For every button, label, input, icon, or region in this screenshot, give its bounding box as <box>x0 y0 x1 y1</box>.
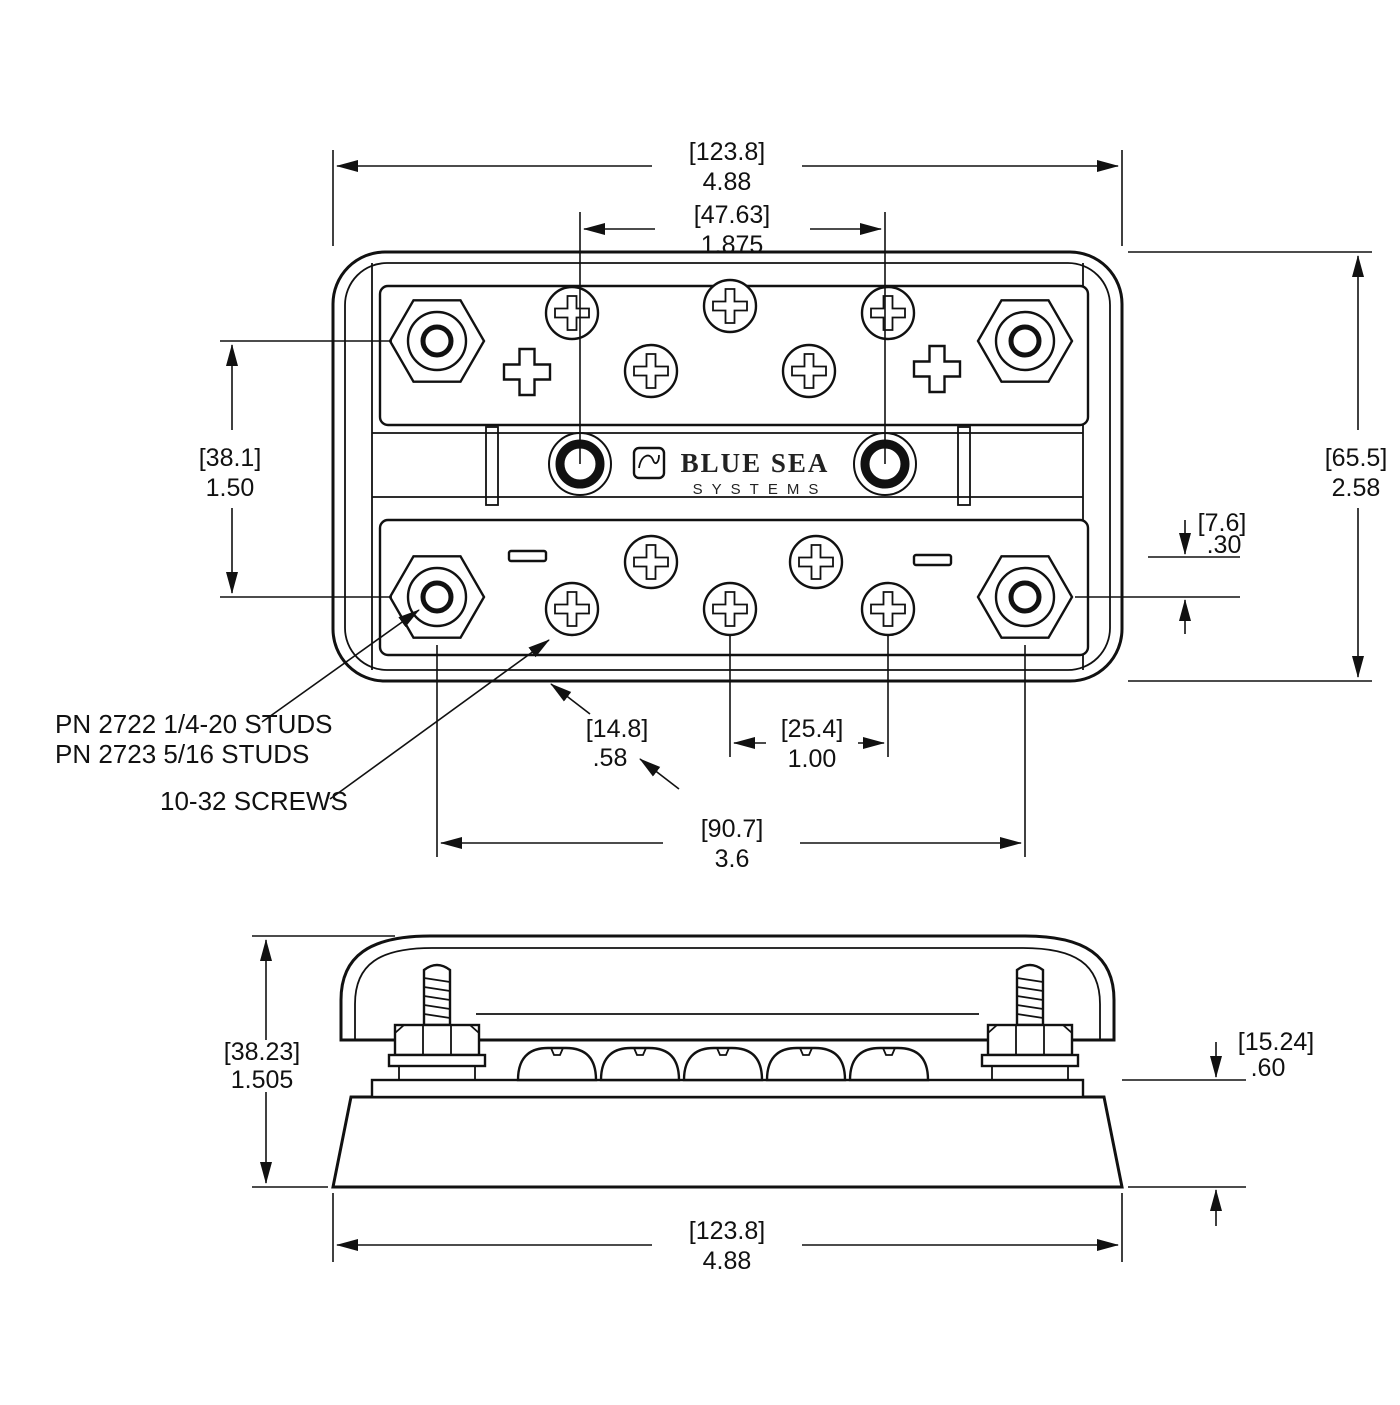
dim-side-overall-width-mm: [123.8] <box>689 1217 765 1245</box>
dim-screw-diagonal-pitch-inch: .58 <box>593 744 628 772</box>
dim-side-overall-height-mm: [38.23] <box>224 1038 300 1066</box>
dim-screw-diagonal-pitch-mm: [14.8] <box>586 715 649 743</box>
dim-terminal-row-offset-mm: [7.6] <box>1198 509 1247 537</box>
cover-inner-line <box>354 947 1101 1040</box>
top-view-body: BLUE SEA SYSTEMS <box>331 250 1124 683</box>
dim-mount-hole-spacing-mm: [47.63] <box>694 201 770 229</box>
terminal-screw <box>860 285 916 341</box>
brand-name-bottom: SYSTEMS <box>693 481 828 498</box>
dimension-side-overall-height <box>252 935 395 1188</box>
leader-stud-note <box>261 609 420 723</box>
brand-logo-icon <box>632 446 666 480</box>
dim-base-height-inch: .60 <box>1251 1054 1286 1082</box>
dim-base-height-mm: [15.24] <box>1238 1028 1314 1056</box>
dimension-screw-diagonal-pitch <box>550 683 680 790</box>
dimension-overall-height <box>1128 251 1372 682</box>
terminal-screw <box>702 581 758 637</box>
side-view-body <box>331 934 1124 1189</box>
terminal-screw <box>702 278 758 334</box>
dimension-side-overall-width <box>332 1193 1123 1262</box>
dim-stud-spacing-mm: [90.7] <box>701 815 764 843</box>
stud-note-line1: PN 2722 1/4-20 STUDS <box>55 709 332 739</box>
side-view: [38.23] 1.505 [15.24] .60 [123.8] 4.88 <box>224 934 1314 1275</box>
dim-side-overall-width-inch: 4.88 <box>703 1247 752 1275</box>
dimension-stud-row-spacing <box>220 340 392 598</box>
screw-head-profile <box>765 1046 847 1082</box>
dimension-base-height <box>1122 1042 1246 1226</box>
dim-overall-height-inch: 2.58 <box>1332 474 1381 502</box>
dim-stud-row-spacing-mm: [38.1] <box>199 444 262 472</box>
terminal-screw <box>860 581 916 637</box>
dimension-screw-pitch <box>729 636 889 757</box>
dim-screw-pitch-mm: [25.4] <box>781 715 844 743</box>
brand-wave-icon <box>638 454 660 469</box>
dimension-terminal-row-offset <box>1075 520 1240 634</box>
divider-clip-left <box>485 426 499 506</box>
top-view-annotations: PN 2722 1/4-20 STUDS PN 2723 5/16 STUDS … <box>55 609 550 816</box>
dim-stud-row-spacing-inch: 1.50 <box>206 474 255 502</box>
dim-side-overall-height-inch: 1.505 <box>231 1066 294 1094</box>
terminal-screw <box>623 343 679 399</box>
screw-head-profile <box>682 1046 764 1082</box>
busbar-inner-housing <box>344 262 1111 671</box>
base-profile <box>331 1095 1124 1189</box>
stud-note-line2: PN 2723 5/16 STUDS <box>55 739 309 769</box>
leader-screw-note <box>329 639 550 800</box>
terminal-screw <box>781 343 837 399</box>
terminal-screw <box>544 285 600 341</box>
dimension-top-overall-width <box>332 150 1123 246</box>
dim-terminal-row-offset-inch: .30 <box>1207 531 1242 559</box>
brand-logo: BLUE SEA SYSTEMS <box>632 446 830 498</box>
screw-head-profile <box>599 1046 681 1082</box>
dim-screw-pitch-inch: 1.00 <box>788 745 837 773</box>
terminal-screw <box>788 534 844 590</box>
bus-plate-edge <box>370 1078 1085 1099</box>
dim-overall-height-mm: [65.5] <box>1325 444 1388 472</box>
terminal-screw <box>623 534 679 590</box>
screw-head-profile <box>848 1046 930 1082</box>
brand-name-top: BLUE SEA <box>681 448 830 478</box>
dimension-stud-spacing <box>436 645 1026 857</box>
divider-clip-right <box>957 426 971 506</box>
top-view: BLUE SEA SYSTEMS <box>55 138 1387 873</box>
dim-top-overall-width-inch: 4.88 <box>703 168 752 196</box>
terminal-screw <box>544 581 600 637</box>
screw-head-profile <box>516 1046 598 1082</box>
dim-stud-spacing-inch: 3.6 <box>715 845 750 873</box>
dim-mount-hole-spacing-inch: 1.875 <box>701 231 764 259</box>
negative-symbol-left <box>507 549 548 563</box>
dimension-mount-hole-spacing <box>579 212 886 464</box>
dim-top-overall-width-mm: [123.8] <box>689 138 765 166</box>
negative-symbol-right <box>912 553 953 567</box>
screw-head-profiles <box>516 1046 930 1082</box>
screw-note: 10-32 SCREWS <box>160 786 348 816</box>
